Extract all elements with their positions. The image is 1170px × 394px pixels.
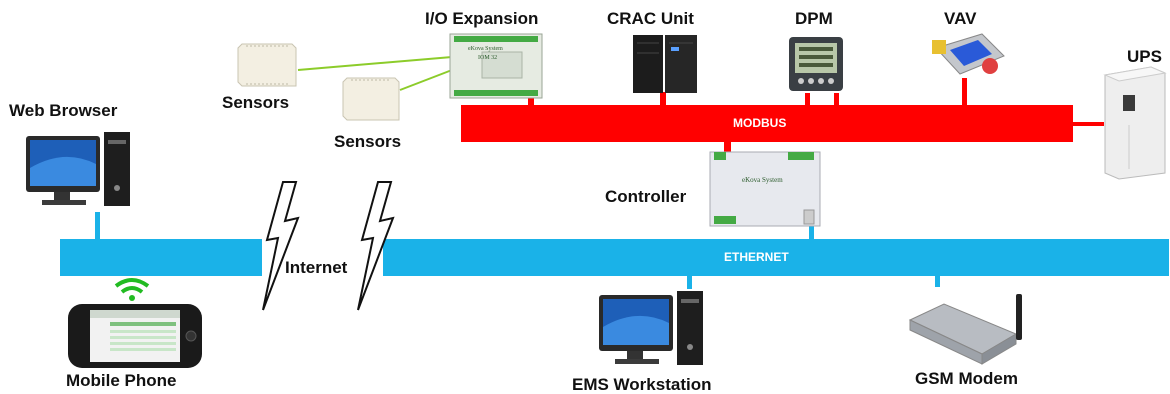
smartphone-icon <box>68 304 202 368</box>
browser-ethernet-drop <box>95 212 100 240</box>
controller-modbus-drop <box>724 142 731 155</box>
ethernet-bus-right <box>383 239 1169 276</box>
crac-unit-device <box>633 35 697 93</box>
crac-modbus-drop <box>660 92 666 106</box>
controller-brand: eKova System <box>742 176 783 184</box>
lightning-bolt-icon <box>262 181 300 311</box>
ems-workstation-label: EMS Workstation <box>572 375 712 394</box>
gsm-modem-icon <box>908 294 1022 365</box>
io-expansion-label: I/O Expansion <box>425 9 539 28</box>
ups-device <box>1103 66 1167 180</box>
desktop-computer-icon <box>599 291 703 365</box>
ems-ethernet-drop <box>687 275 692 289</box>
gsm-ethernet-drop <box>935 275 940 287</box>
io-modbus-drop <box>528 92 534 106</box>
dpm-device <box>789 37 843 91</box>
dpm-modbus-drop <box>805 93 810 106</box>
lightning-bolt-icon <box>357 181 395 311</box>
crac-unit-label: CRAC Unit <box>607 9 694 28</box>
sensor-wire-1 <box>297 56 453 71</box>
vav-label: VAV <box>944 9 977 28</box>
controller-device <box>709 151 821 227</box>
wifi-icon <box>114 278 150 301</box>
ups-label: UPS <box>1127 47 1162 66</box>
web-browser-label: Web Browser <box>9 101 118 120</box>
dpm-modbus-drop-2 <box>834 93 839 106</box>
ethernet-label: ETHERNET <box>724 250 789 264</box>
vav-modbus-drop <box>962 78 967 106</box>
controller-ethernet-drop <box>809 226 814 240</box>
modbus-bus <box>461 105 1073 142</box>
internet-label: Internet <box>285 258 348 277</box>
controller-label: Controller <box>605 187 687 206</box>
vav-device <box>932 33 1005 75</box>
sensors-label-2: Sensors <box>334 132 402 151</box>
io-expansion-device <box>449 33 543 99</box>
mobile-phone-label: Mobile Phone <box>66 371 177 390</box>
io-expansion-model: IOM 32 <box>478 55 498 61</box>
desktop-computer-icon <box>26 132 130 206</box>
dpm-label: DPM <box>795 9 833 28</box>
gsm-modem-label: GSM Modem <box>915 369 1018 388</box>
io-expansion-brand: eKova System <box>468 46 503 52</box>
sensor-device-1 <box>237 43 297 87</box>
sensor-wire-2 <box>399 69 453 91</box>
sensors-label-1: Sensors <box>222 93 290 112</box>
ethernet-bus-left <box>60 239 262 276</box>
sensor-device-2 <box>342 77 400 121</box>
modbus-label: MODBUS <box>733 116 787 130</box>
